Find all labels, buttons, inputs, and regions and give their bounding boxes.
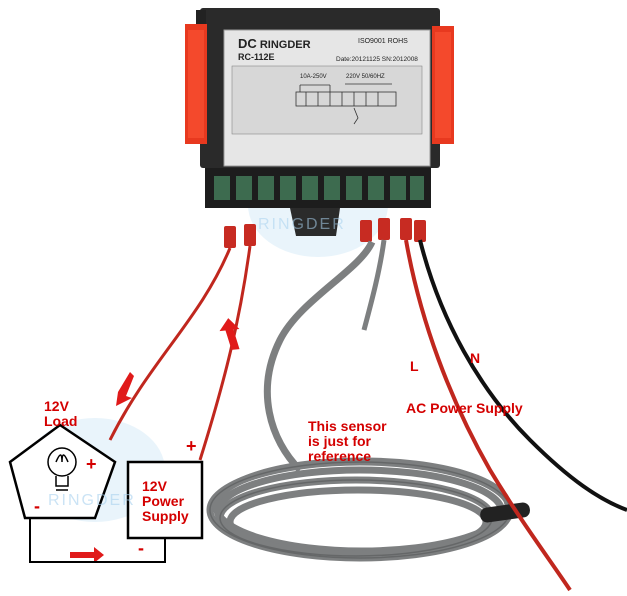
terminal-connectors bbox=[224, 218, 426, 248]
sensor-note-line1: This sensor bbox=[308, 418, 387, 434]
load-plus-sign: + bbox=[86, 454, 97, 474]
power-supply-line3: Supply bbox=[142, 508, 189, 524]
load-wire-1 bbox=[108, 247, 232, 441]
power-supply-line2: Power bbox=[142, 493, 185, 509]
ac-l-label: L bbox=[410, 358, 419, 374]
temperature-probe bbox=[480, 502, 530, 523]
power-minus-sign: - bbox=[138, 538, 144, 558]
sensor-cable bbox=[263, 240, 376, 473]
brand-logo: DC bbox=[238, 36, 257, 51]
ac-n-label: N bbox=[470, 350, 481, 366]
controller-unit bbox=[185, 8, 454, 236]
ac-wire-l bbox=[404, 239, 572, 592]
ac-power-supply-label: AC Power Supply bbox=[406, 400, 523, 416]
power-supply-box bbox=[126, 460, 204, 540]
terminal-screws bbox=[214, 176, 424, 200]
current-arrows bbox=[70, 318, 240, 563]
relay-rating: 10A-250V bbox=[300, 74, 327, 80]
watermark-text-bottom: RINGDER bbox=[48, 492, 136, 509]
load-label-line1: 12V bbox=[44, 398, 69, 414]
load-wire-2 bbox=[198, 245, 252, 461]
sensor-note-line3: reference bbox=[308, 448, 372, 464]
device-brand: RINGDER bbox=[259, 39, 311, 51]
lightbulb-icon bbox=[47, 447, 77, 491]
load-label-line2: Load bbox=[44, 413, 78, 429]
circuit-lines bbox=[29, 518, 166, 563]
load-symbol bbox=[8, 423, 117, 520]
device-certifications: ISO9001 ROHS bbox=[358, 38, 408, 45]
watermark-text-top: RINGDER bbox=[258, 216, 346, 233]
ac-wire-n bbox=[418, 239, 627, 512]
terminal-schematic bbox=[295, 83, 397, 125]
sensor-note-line2: is just for bbox=[308, 433, 372, 449]
device-model: RC-112E bbox=[238, 52, 275, 62]
power-plus-sign: + bbox=[186, 436, 197, 456]
device-date: Date:20121125 SN:2012008 bbox=[336, 56, 418, 63]
power-supply-line1: 12V bbox=[142, 478, 167, 494]
power-rating: 220V 50/60HZ bbox=[346, 74, 385, 80]
load-minus-sign: - bbox=[34, 496, 40, 516]
